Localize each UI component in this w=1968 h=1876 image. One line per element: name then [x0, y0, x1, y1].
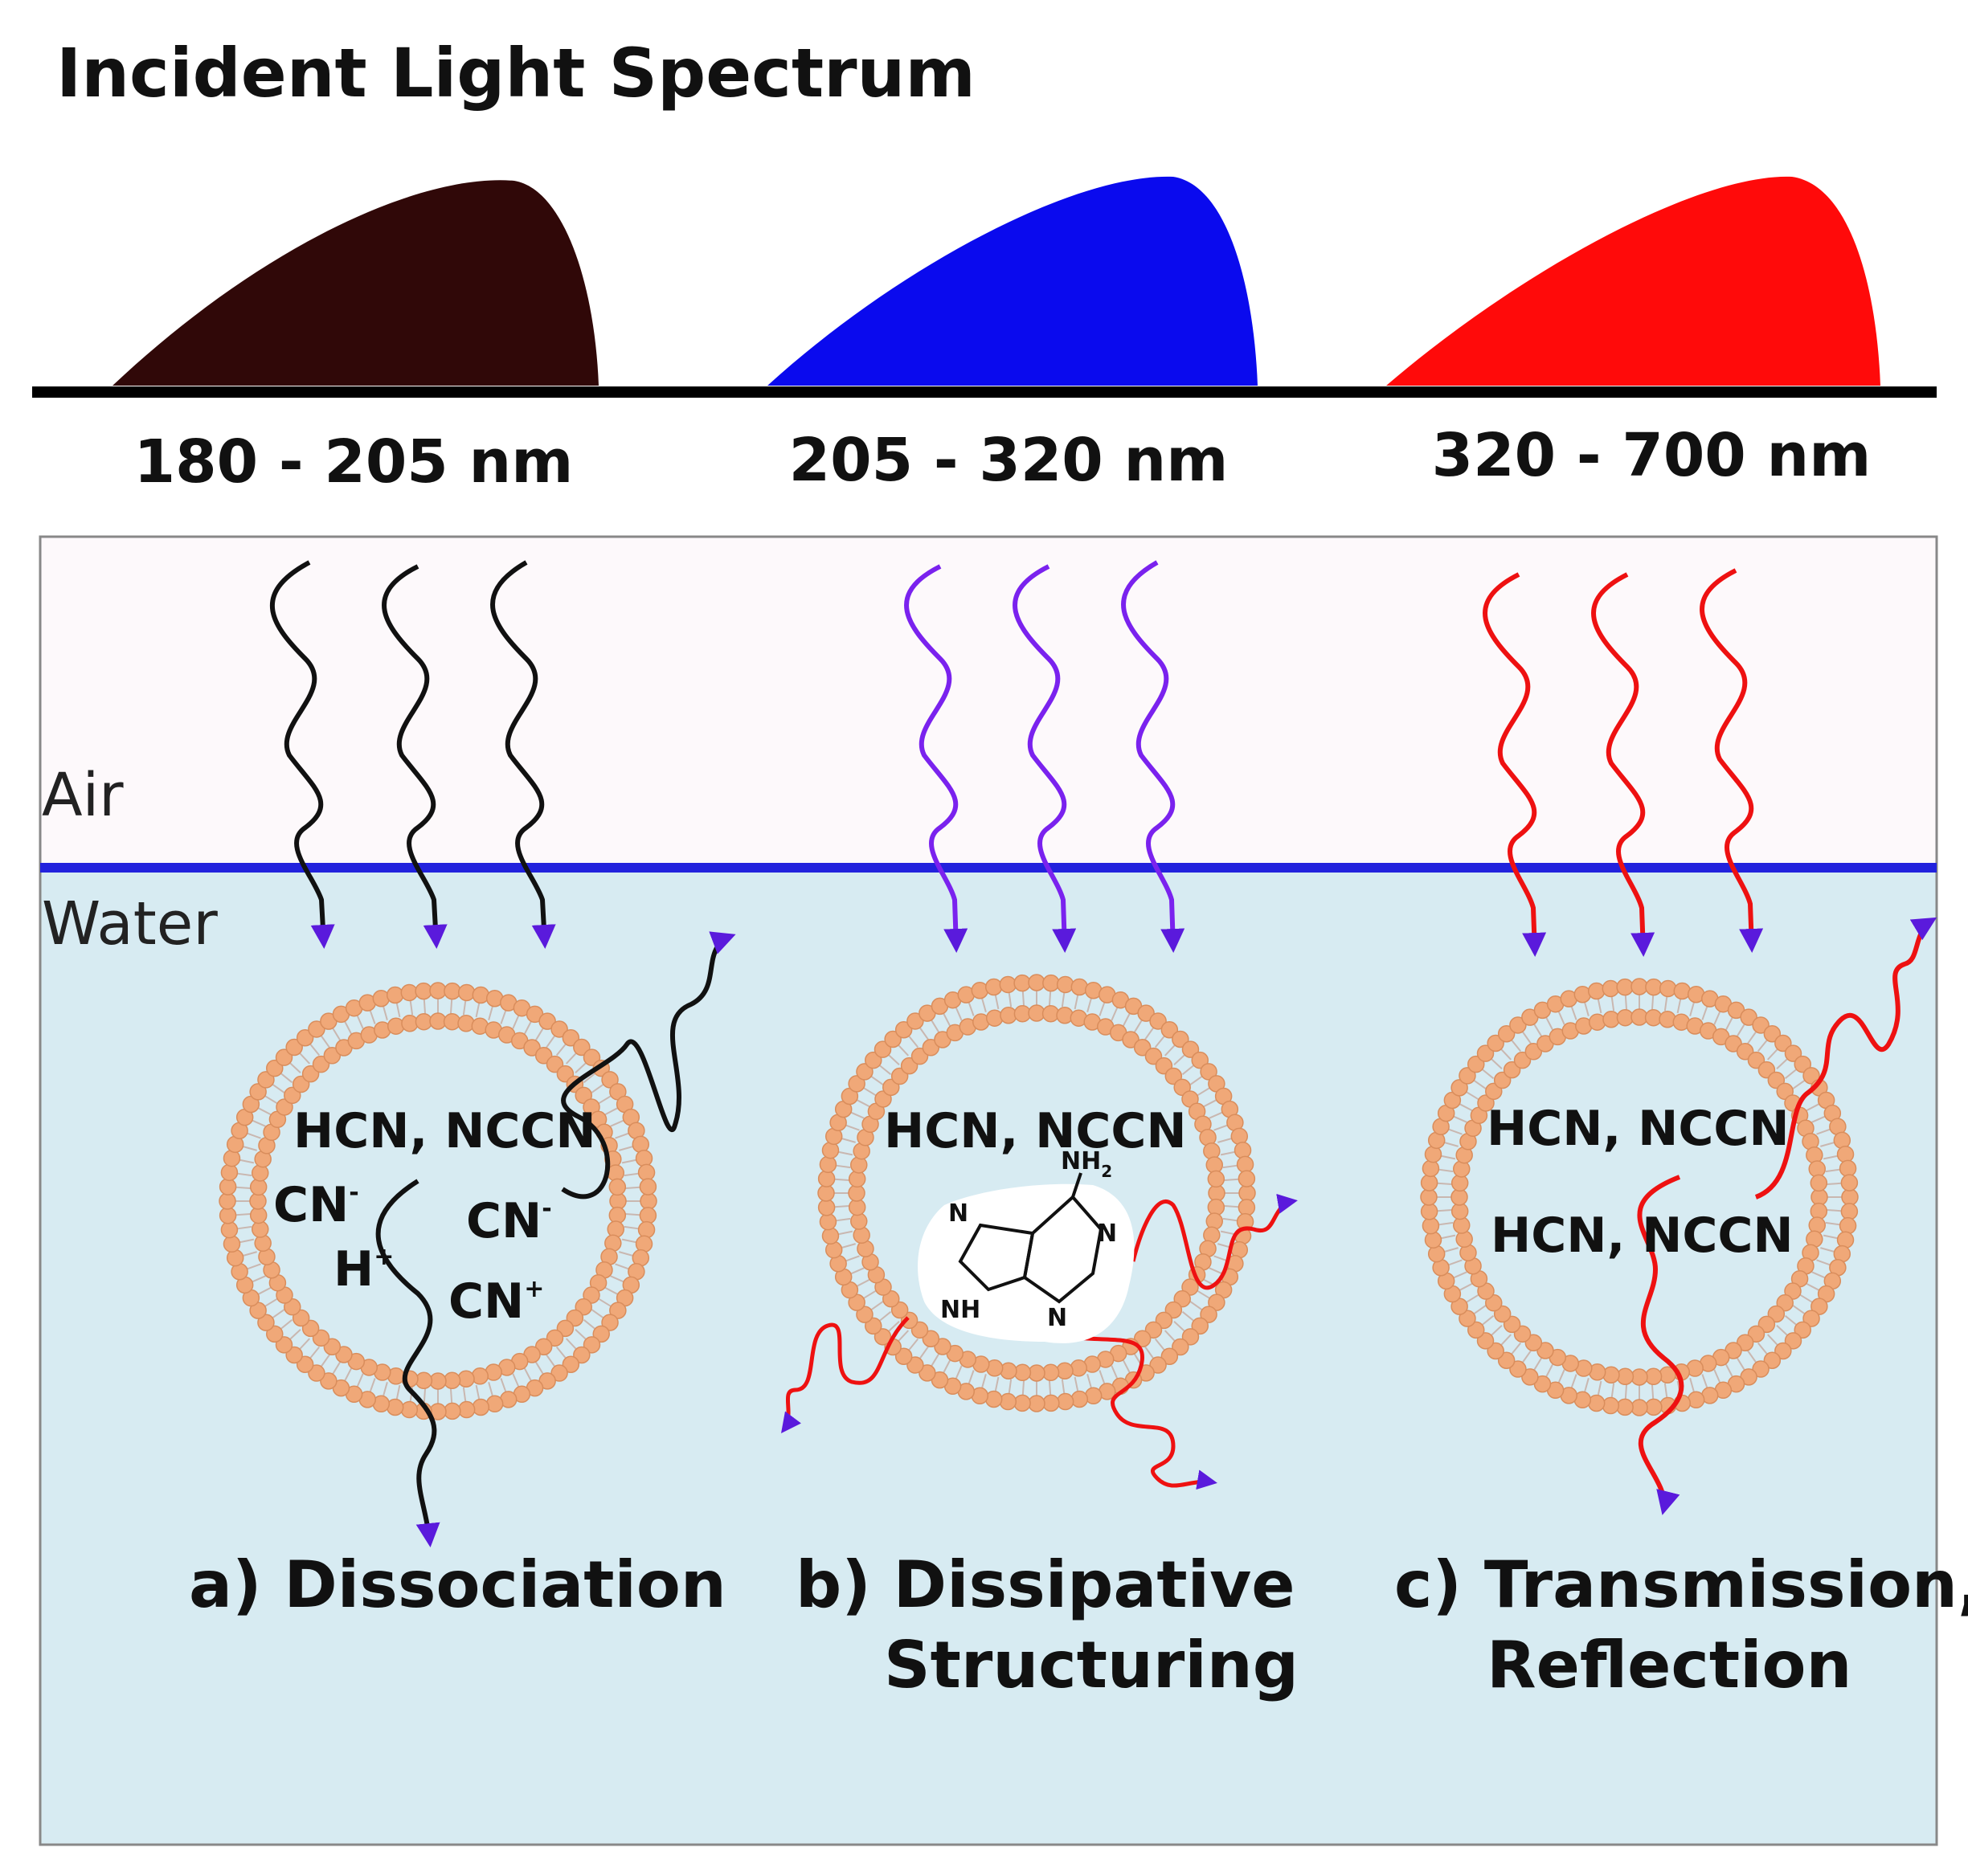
photon-vis-reflected [1754, 917, 1937, 1200]
vesicle-b-contents: HCN, NCCN N N N NH NH2 [884, 1103, 1187, 1343]
dissipated-photons [781, 1193, 1298, 1490]
photon-vis-2 [1591, 572, 1655, 957]
spectrum-hump-uvc [113, 180, 599, 386]
photon-uvc-dissociated [375, 1179, 440, 1547]
photons-uv [904, 560, 1185, 953]
lipid-tails [834, 991, 1239, 1396]
adenine-icon: N N N NH NH2 [918, 1147, 1135, 1343]
water-label: Water [42, 889, 218, 958]
vesicle-c-molecules-2: HCN, NCCN [1491, 1208, 1794, 1264]
photon-uv-2 [1013, 564, 1077, 953]
ion-cn-minus-a: CN- [273, 1177, 359, 1233]
vesicle-c [1420, 978, 1859, 1416]
atom-n7: N [1047, 1304, 1067, 1332]
ion-cn-plus: CN+ [448, 1273, 544, 1330]
photon-dissipated-right [1131, 1193, 1298, 1290]
ion-h-plus: H+ [333, 1241, 394, 1298]
inner-lipid-layer [249, 1012, 627, 1390]
figure-title: Incident Light Spectrum [56, 34, 976, 112]
lipid-tails [235, 999, 640, 1404]
caption-dissociation: a) Dissociation [189, 1547, 726, 1622]
photon-uvc-reemitted [561, 931, 736, 1200]
photon-vis-1 [1483, 572, 1547, 957]
vesicle-c-molecules-1: HCN, NCCN [1487, 1101, 1790, 1157]
outer-lipid-layer [817, 974, 1256, 1412]
inner-lipid-layer [1450, 1008, 1828, 1386]
caption-dissipative-2: Structuring [884, 1628, 1299, 1702]
band-label-uv: 205 - 320 nm [789, 426, 1229, 495]
caption-dissipative-1: b) Dissipative [796, 1547, 1295, 1622]
photon-vis-transmitted [1637, 1175, 1684, 1515]
photon-uv-1 [904, 564, 968, 953]
photon-dissipated-down [1076, 1335, 1217, 1490]
photon-uvc-3 [490, 560, 556, 949]
vesicle-a-contents: HCN, NCCN CN- H+ CN- CN+ [273, 1103, 596, 1330]
outer-lipid-layer [219, 982, 657, 1420]
vesicle-b-molecules: HCN, NCCN [884, 1103, 1187, 1159]
band-label-uvc: 180 - 205 nm [134, 427, 574, 497]
atom-nh: NH [940, 1296, 980, 1324]
vesicle-a-molecules: HCN, NCCN [293, 1103, 596, 1159]
ion-cn-minus-b: CN- [466, 1193, 552, 1249]
air-region [39, 535, 1938, 866]
inner-lipid-layer [848, 1004, 1225, 1382]
adenine-imidazole-ring [958, 1223, 1035, 1292]
caption-transmission-2: Reflection [1487, 1628, 1851, 1702]
atom-n3: N [1097, 1220, 1117, 1248]
caption-transmission-1: c) Transmission, [1394, 1547, 1968, 1622]
photons-visible [1483, 568, 1937, 1515]
vesicle-b [817, 974, 1256, 1412]
photon-dissipated-left [781, 1316, 910, 1434]
adenine-amine-bond [1071, 1172, 1082, 1198]
spectrum-humps [113, 176, 1880, 386]
vesicle-a [219, 982, 657, 1420]
photon-vis-3 [1700, 568, 1764, 953]
outer-lipid-layer [1420, 978, 1859, 1416]
air-label: Air [42, 761, 124, 830]
vesicle-c-contents: HCN, NCCN HCN, NCCN [1487, 1101, 1794, 1264]
photons-uvc [269, 560, 736, 1547]
atom-nh2: NH2 [1061, 1147, 1112, 1181]
atom-n1: N [948, 1200, 968, 1228]
band-label-visible: 320 - 700 nm [1432, 421, 1872, 490]
spectrum-hump-uv [767, 176, 1258, 386]
photon-uv-3 [1121, 560, 1185, 953]
photon-uvc-1 [269, 560, 335, 949]
spectrum-hump-visible [1386, 176, 1880, 386]
photon-uvc-2 [382, 564, 448, 949]
lipid-tails [1437, 995, 1842, 1400]
